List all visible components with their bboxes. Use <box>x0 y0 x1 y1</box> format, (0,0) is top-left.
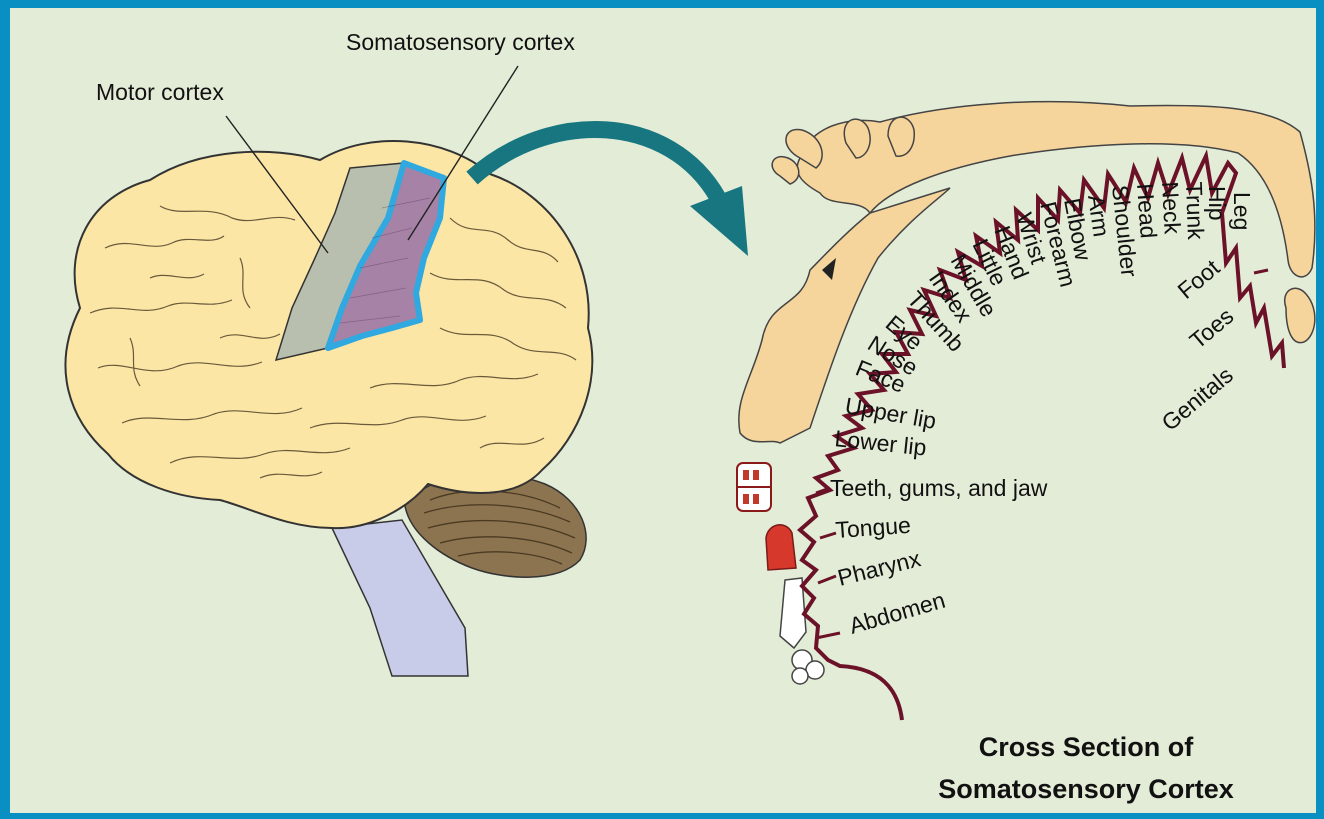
diagram-canvas: Motor cortex Somatosensory cortex <box>10 8 1316 813</box>
label-teeth-gums-jaw: Teeth, gums, and jaw <box>830 475 1048 501</box>
somatosensory-cortex-label: Somatosensory cortex <box>346 29 575 55</box>
caption-line-2: Somatosensory Cortex <box>938 774 1234 804</box>
motor-cortex-label: Motor cortex <box>96 79 224 105</box>
caption-line-1: Cross Section of <box>979 732 1195 762</box>
label-genitals: Genitals <box>1157 362 1238 436</box>
tongue-icon <box>766 525 796 570</box>
diagram-frame: Motor cortex Somatosensory cortex <box>10 8 1316 813</box>
label-toes: Toes <box>1185 303 1239 354</box>
label-abdomen: Abdomen <box>846 587 948 639</box>
teeth-icon <box>737 463 771 511</box>
homunculus-foot <box>1285 288 1315 342</box>
label-foot: Foot <box>1173 254 1225 304</box>
label-pharynx: Pharynx <box>835 545 924 591</box>
abdomen-shape <box>792 650 824 684</box>
label-leg: Leg <box>1229 192 1255 230</box>
label-tongue: Tongue <box>835 512 912 543</box>
label-lower-lip: Lower lip <box>833 425 927 460</box>
body-part-labels: Leg Hip Trunk Neck Head Shoulder Arm Elb… <box>830 181 1255 639</box>
